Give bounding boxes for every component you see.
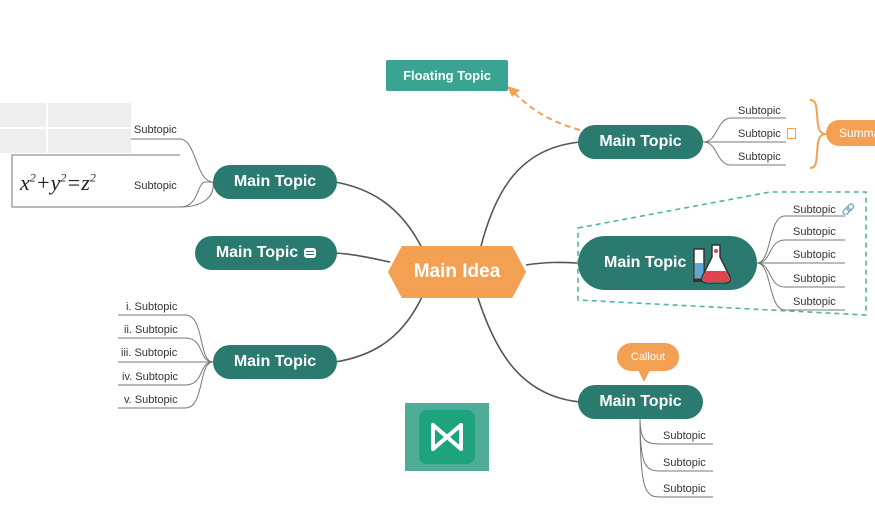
subtopic[interactable]: Subtopic xyxy=(793,273,836,285)
callout[interactable]: Callout xyxy=(617,343,679,371)
subtopic[interactable]: v. Subtopic xyxy=(124,394,178,406)
summary-topic[interactable]: Summary xyxy=(826,120,875,146)
logo-mark-icon xyxy=(431,423,463,451)
topic-label: Main Topic xyxy=(233,173,317,190)
topic-label: Main Topic xyxy=(215,244,299,261)
app-logo xyxy=(405,403,489,471)
subtopic[interactable]: Subtopic xyxy=(793,296,836,308)
topic-label: Main Topic xyxy=(233,353,317,370)
main-topic-right-2[interactable]: Main Topic xyxy=(578,236,757,290)
flask-illustration xyxy=(693,244,732,284)
equation: x2+y2=z2 xyxy=(20,170,96,195)
floating-topic[interactable]: Floating Topic xyxy=(386,60,508,91)
main-topic-left-3[interactable]: Main Topic xyxy=(213,345,337,379)
table-grid xyxy=(0,103,131,153)
subtopic[interactable]: iv. Subtopic xyxy=(122,371,179,383)
subtopic[interactable]: Subtopic xyxy=(663,483,706,495)
subtopic[interactable]: Subtopic xyxy=(793,226,836,238)
main-topic-left-1[interactable]: Main Topic xyxy=(213,165,337,199)
subtopic[interactable]: Subtopic 🔗 xyxy=(793,204,856,216)
central-topic[interactable]: Main Idea xyxy=(388,246,526,298)
subtopic[interactable]: Subtopic xyxy=(738,151,781,163)
comment-icon[interactable] xyxy=(304,248,317,258)
subtopic[interactable]: ii. Subtopic xyxy=(124,324,178,336)
subtopic[interactable]: i. Subtopic xyxy=(126,301,178,313)
note-icon[interactable] xyxy=(786,128,796,139)
subtopic[interactable]: Subtopic xyxy=(134,180,177,192)
topic-label: Main Topic xyxy=(604,254,687,271)
subtopic[interactable]: Subtopic xyxy=(793,249,836,261)
link-icon[interactable]: 🔗 xyxy=(841,204,856,216)
subtopic[interactable]: iii. Subtopic xyxy=(121,347,178,359)
subtopic[interactable]: Subtopic xyxy=(738,105,781,117)
topic-label: Main Topic xyxy=(599,393,682,410)
subtopic[interactable]: Subtopic xyxy=(663,457,706,469)
main-topic-left-2[interactable]: Main Topic xyxy=(195,236,337,270)
subtopic[interactable]: Subtopic xyxy=(134,124,177,136)
callout-tail xyxy=(638,370,650,382)
subtopic[interactable]: Subtopic xyxy=(663,430,706,442)
main-topic-right-1[interactable]: Main Topic xyxy=(578,125,703,159)
subtopic[interactable]: Subtopic xyxy=(738,128,796,140)
topic-label: Main Topic xyxy=(599,133,682,150)
main-topic-right-3[interactable]: Main Topic xyxy=(578,385,703,419)
